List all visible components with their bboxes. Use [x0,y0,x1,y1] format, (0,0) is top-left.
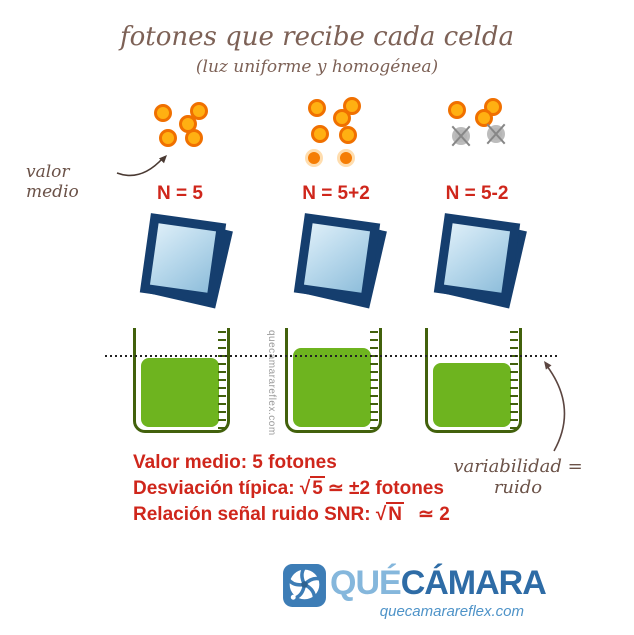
cell-body [139,213,227,303]
photon-dot [448,101,466,119]
camera-shutter-logo-icon[interactable] [282,563,327,608]
photon-dot-lost [452,127,470,145]
stats-line-mean: Valor medio: 5 fotones [133,452,337,473]
cell-face [149,223,217,293]
brand-domain-link[interactable]: quecamarareflex.com [379,603,524,620]
well-outline [133,328,230,433]
photon-dot [339,126,357,144]
photon-dot [333,109,351,127]
charge-well-1 [133,328,230,433]
watermark-text: quecamarareflex.com [266,330,277,436]
well-scale-ticks [510,331,518,429]
photon-dot [185,129,203,147]
page-title: fotones que recibe cada celda [119,22,515,52]
well-scale-ticks [370,331,378,429]
well-outline [425,328,522,433]
valor-medio-label: valor medio [26,162,79,202]
n-label-3: N = 5-2 [445,183,509,204]
stats-block: Valor medio: 5 fotones Desviación típica… [133,450,450,528]
photon-dot [308,99,326,117]
photon-dot-extra [305,149,323,167]
cell-face [443,223,511,293]
stats-line-snr: Relación señal ruido SNR: √N≃ 2 [133,502,450,528]
charge-well-3 [425,328,522,433]
radical-sign: √ [375,504,387,525]
well-outline [285,328,382,433]
photon-dot-lost [487,125,505,143]
n-label-2: N = 5+2 [302,183,370,204]
variabilidad-arrow-icon [544,361,566,452]
cell-body [433,213,521,303]
charge-fill [141,358,219,427]
n-label-1: N = 5 [157,183,203,204]
sensor-cell-3 [433,213,527,309]
photon-dot [475,109,493,127]
brand-que: QUÉ [330,564,402,602]
mean-level-dotted-line [105,355,560,357]
radical-sign: √ [299,478,311,499]
brand-camara: CÁMARA [400,564,547,602]
valor-medio-arrow-icon [116,155,167,177]
sensor-cell-1 [139,213,233,309]
photon-dot-extra [337,149,355,167]
charge-fill [433,363,511,427]
page-subtitle: (luz uniforme y homogénea) [195,57,439,77]
photon-dot [159,129,177,147]
photon-dot [190,102,208,120]
sqrt-expression: √N [375,502,404,525]
variabilidad-label: variabilidad = ruido [453,456,583,498]
photon-dot [311,125,329,143]
sensor-cell-2 [293,213,387,309]
well-scale-ticks [218,331,226,429]
stats-line-stddev: Desviación típica: √5≃ ±2 fotones [133,476,450,502]
charge-fill [293,348,371,427]
sqrt-expression: √5 [299,476,325,499]
photon-dot [154,104,172,122]
charge-well-2 [285,328,382,433]
cell-face [303,223,371,293]
cell-body [293,213,381,303]
brand-wordmark[interactable]: QUÉCÁMARA [330,564,547,602]
